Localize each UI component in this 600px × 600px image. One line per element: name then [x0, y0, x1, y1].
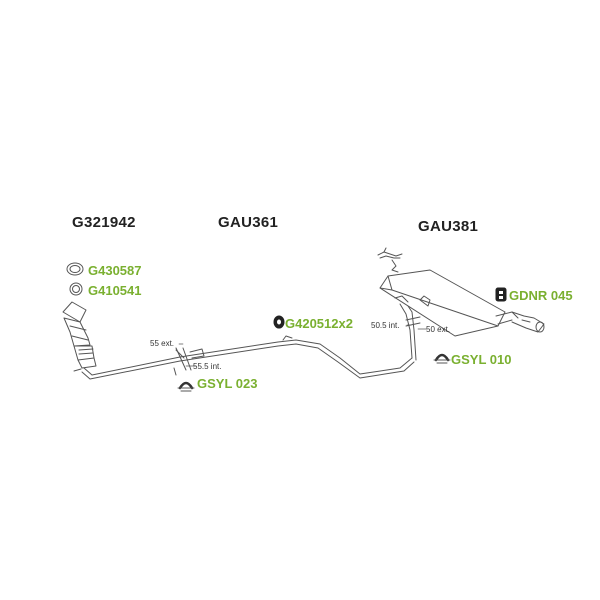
section-label-front-pipe: GAU361: [218, 214, 279, 231]
hanger-clamp-icon: [377, 247, 403, 273]
rear-silencer-icon: [379, 269, 506, 361]
clamp-icon: [433, 353, 451, 364]
rubber-mount-icon: [495, 287, 507, 302]
tailpipe-icon: [495, 311, 545, 333]
o-ring-icon: [69, 282, 83, 296]
dimension-55-ext: 55 ext.: [150, 339, 175, 348]
part-label-rubber-mount[interactable]: G420512x2: [285, 316, 353, 331]
dimension-50-ext: 50 ext.: [426, 325, 451, 334]
section-label-catalyst: G321942: [72, 214, 136, 231]
part-label-rear-mount[interactable]: GDNR 045: [509, 288, 573, 303]
part-label-gasket[interactable]: G430587: [88, 263, 142, 278]
dimension-50-5-int: 50.5 int.: [371, 321, 400, 330]
clamp-icon: [177, 381, 195, 392]
dimension-55-5-int: 55.5 int.: [193, 362, 222, 371]
rubber-mount-icon: [273, 315, 285, 329]
intermediate-pipe: [81, 335, 415, 380]
part-label-clamp-rear[interactable]: GSYL 010: [451, 352, 512, 367]
part-label-o-ring[interactable]: G410541: [88, 283, 142, 298]
catalytic-converter-icon: [62, 301, 97, 372]
dimension-leaders: [178, 324, 427, 367]
gasket-ring-icon: [66, 262, 84, 276]
section-label-rear-silencer: GAU381: [418, 218, 479, 235]
part-label-clamp-front[interactable]: GSYL 023: [197, 376, 258, 391]
